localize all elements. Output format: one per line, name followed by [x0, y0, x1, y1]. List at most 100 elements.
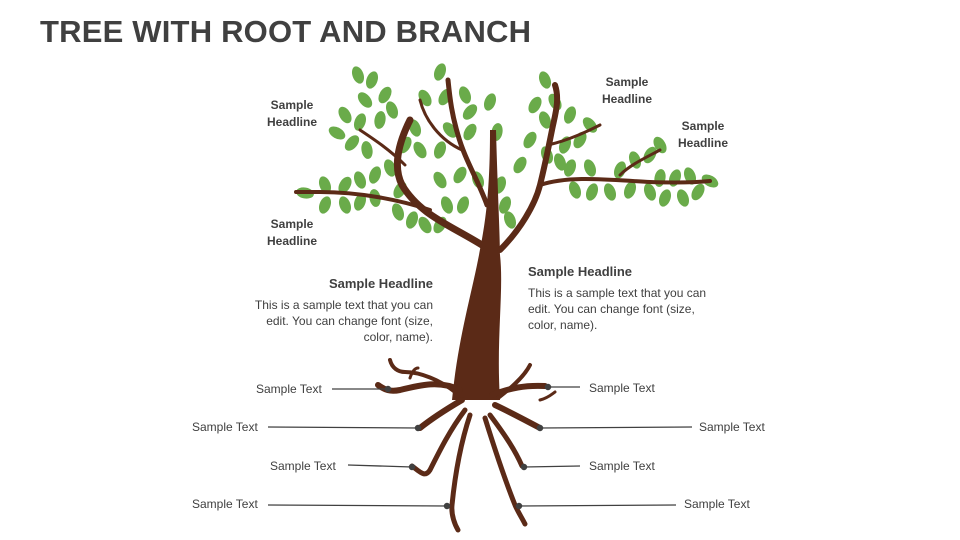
connector-right-3 [523, 465, 581, 468]
leaf [374, 111, 386, 129]
connector-left-3 [347, 464, 413, 468]
leaf [603, 183, 617, 201]
branch-headline-2: Sample Headline [601, 75, 652, 106]
root-right-4 [482, 415, 528, 527]
branch-right-top [618, 148, 662, 177]
root-label-left-3: Sample Text [270, 459, 336, 473]
leaf [418, 216, 432, 234]
root-label-left-1: Sample Text [256, 382, 322, 396]
leaf [338, 106, 352, 124]
leaf [361, 141, 373, 159]
leaf [385, 101, 399, 119]
root-left-4 [449, 412, 473, 533]
connector-left-2 [267, 426, 419, 429]
leaf [658, 189, 672, 207]
leaf [353, 171, 367, 189]
root-label-right-2: Sample Text [699, 420, 765, 434]
leaf [433, 63, 447, 81]
leaf [585, 183, 599, 201]
branch-center-b [418, 98, 464, 152]
branch-left-upper [358, 128, 407, 167]
leaf [318, 176, 332, 194]
leaf [553, 153, 567, 171]
leaf [353, 193, 367, 211]
leaf [418, 89, 432, 107]
leaf [643, 183, 657, 201]
leaf [462, 104, 478, 120]
connector-right-2 [539, 426, 693, 429]
root-right-5 [496, 363, 532, 400]
root-left-5 [388, 358, 457, 394]
leaf [328, 126, 346, 140]
root-label-left-2: Sample Text [192, 420, 258, 434]
leaf [378, 86, 392, 104]
leaf [383, 159, 397, 177]
slide-title: TREE WITH ROOT AND BRANCH [40, 14, 532, 49]
leaf [513, 156, 527, 174]
leaf [653, 136, 667, 154]
leaf [353, 113, 367, 131]
leaf [583, 159, 597, 177]
leaf [563, 106, 577, 124]
root-right-1 [489, 382, 548, 398]
leaf [405, 211, 419, 229]
leaf [568, 181, 582, 199]
leaf [357, 92, 373, 108]
branch-headline-3: Sample Headline [677, 119, 728, 150]
leaves-group [296, 63, 719, 234]
leaf [463, 123, 477, 141]
leaf [668, 169, 682, 187]
branch-right-upper [546, 123, 602, 147]
text-block-right-headline: Sample Headline [528, 264, 633, 279]
leaf [483, 93, 497, 111]
leaf [456, 196, 470, 214]
branch-left-main [393, 116, 486, 249]
root-left-3 [409, 407, 468, 477]
leaf [391, 203, 405, 221]
branch-left-low [294, 189, 432, 212]
connector-right-4 [518, 504, 677, 507]
leaf [498, 196, 512, 214]
root-right-3 [487, 412, 525, 469]
branch-right-mid [538, 176, 712, 187]
leaf [365, 71, 379, 89]
leaf [654, 169, 666, 187]
leaf [344, 135, 360, 151]
leaf [563, 159, 577, 177]
text-block-right-body: This is a sample text that you can edit.… [528, 286, 707, 332]
branch-headline-4: Sample Headline [266, 217, 317, 248]
leaf [691, 183, 705, 201]
text-block-right: Sample Headline This is a sample text th… [528, 264, 708, 333]
root-connectors [267, 383, 693, 510]
leaf [318, 196, 332, 214]
leaf [676, 189, 690, 207]
leaf [523, 131, 537, 149]
root-right-sprig [538, 390, 557, 402]
trunk-body [452, 130, 502, 400]
root-left-2 [417, 397, 465, 431]
root-right-2 [492, 402, 543, 431]
leaf [538, 71, 552, 89]
root-label-right-3: Sample Text [589, 459, 655, 473]
text-block-left-headline: Sample Headline [328, 276, 433, 291]
root-label-left-4: Sample Text [192, 497, 258, 511]
branch-center [445, 77, 490, 208]
leaf [433, 141, 447, 159]
leaf [338, 176, 352, 194]
leaf [413, 141, 427, 159]
root-label-right-4: Sample Text [684, 497, 750, 511]
leaf [351, 66, 365, 84]
leaf [440, 196, 454, 214]
leaf [503, 211, 517, 229]
leaf [453, 166, 467, 184]
leaf [623, 181, 637, 199]
text-block-left: Sample Headline This is a sample text th… [253, 276, 433, 345]
leaf [338, 196, 352, 214]
root-label-right-1: Sample Text [589, 381, 655, 395]
leaf [433, 171, 447, 189]
leaf [613, 161, 627, 179]
leaf [528, 96, 542, 114]
leaf [458, 86, 472, 104]
leaf [538, 111, 552, 129]
